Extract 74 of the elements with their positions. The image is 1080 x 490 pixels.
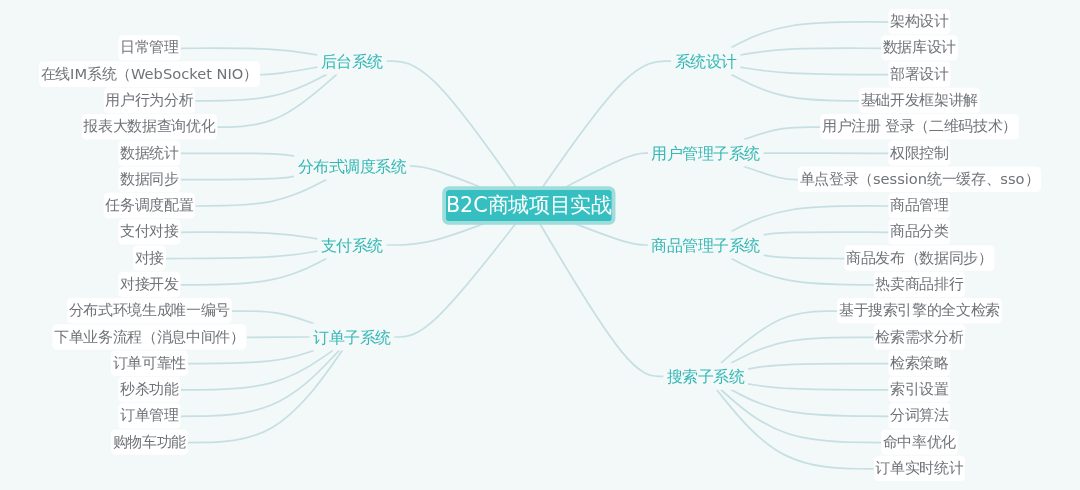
node-box: 用户行为分析 (103, 87, 196, 114)
node-box: 下单业务流程（消息中间件） (52, 324, 247, 350)
node-box: 订单实时统计 (873, 455, 966, 482)
node-box: 支付对接 (118, 219, 181, 245)
connector (747, 362, 890, 370)
connector (742, 126, 822, 141)
node-box: 热卖商品排行 (873, 271, 966, 298)
node-box: 订单管理 (118, 403, 181, 429)
node-box: 商品分类 (888, 219, 951, 245)
node-box: 分布式环境生成唯一编号 (67, 298, 232, 324)
connector (730, 21, 890, 49)
connector (194, 73, 328, 102)
node-box: 在线IM系统（WebSocket NIO） (39, 61, 260, 87)
node-box: 架构设计 (888, 8, 951, 35)
node-box: 检索策略 (888, 350, 951, 376)
node-box: 单点登录（session统一缓存、sso） (797, 166, 1041, 192)
node-box: 命中率优化 (881, 429, 958, 455)
node-box: 权限控制 (888, 140, 951, 166)
connector (747, 382, 890, 391)
node-box: 数据同步 (118, 166, 181, 192)
connector (720, 388, 883, 444)
connector (762, 254, 846, 260)
connector (739, 47, 883, 56)
connector (730, 73, 861, 102)
node-text: 支付系统 (320, 235, 384, 255)
node-box: 分词算法 (888, 403, 951, 429)
connector (180, 349, 334, 391)
connector (730, 205, 890, 233)
connector (762, 152, 890, 155)
connector (231, 310, 315, 325)
connector (187, 349, 315, 365)
connector (187, 349, 344, 444)
node-box: 数据统计 (118, 140, 181, 166)
node-box: 检索需求分析 (873, 324, 966, 350)
node-box: 订单可靠性 (111, 350, 188, 376)
node-box: 商品管理 (888, 192, 951, 219)
node-box: 商品发布（数据同步） (844, 245, 995, 271)
node-box: 任务调度配置 (103, 192, 196, 219)
connector (180, 175, 296, 181)
node-box: 秒杀功能 (118, 376, 181, 403)
connector (180, 152, 296, 157)
node-text: 分布式调度系统 (297, 157, 407, 176)
connector (739, 66, 890, 76)
connector (180, 231, 319, 240)
node-box: 索引设置 (888, 376, 951, 403)
node-box: 对接 (133, 245, 166, 271)
node-text: 用户管理子系统 (651, 143, 760, 163)
connector (720, 310, 839, 364)
connector (180, 257, 328, 286)
node-box: 购物车功能 (111, 429, 188, 455)
connector (259, 66, 319, 76)
node-text: 商品管理子系统 (651, 235, 760, 255)
connector (194, 178, 328, 207)
node-box: 数据库设计 (881, 35, 958, 61)
connector (180, 349, 341, 418)
connector (165, 250, 319, 260)
connector (216, 73, 338, 128)
node-text: 搜索子系统 (666, 367, 745, 386)
node-box: 日常管理 (118, 35, 181, 61)
connector (730, 388, 890, 418)
node-text: 订单子系统 (313, 327, 391, 347)
node-box: 基础开发框架讲解 (859, 87, 980, 114)
connector (393, 222, 517, 338)
connector (538, 222, 665, 378)
node-box: 对接开发 (118, 271, 181, 298)
node-text: 系统设计 (674, 51, 737, 71)
connector (245, 336, 311, 339)
node-box: 基于搜索引擎的全文检索 (837, 298, 1002, 324)
node-text: 后台系统 (320, 51, 384, 71)
connector (762, 231, 890, 236)
node-box: 部署设计 (888, 61, 951, 87)
node-box: 用户注册 登录（二维码技术） (820, 114, 1019, 140)
node-box: 报表大数据查询优化 (81, 114, 218, 140)
connector (180, 47, 319, 56)
